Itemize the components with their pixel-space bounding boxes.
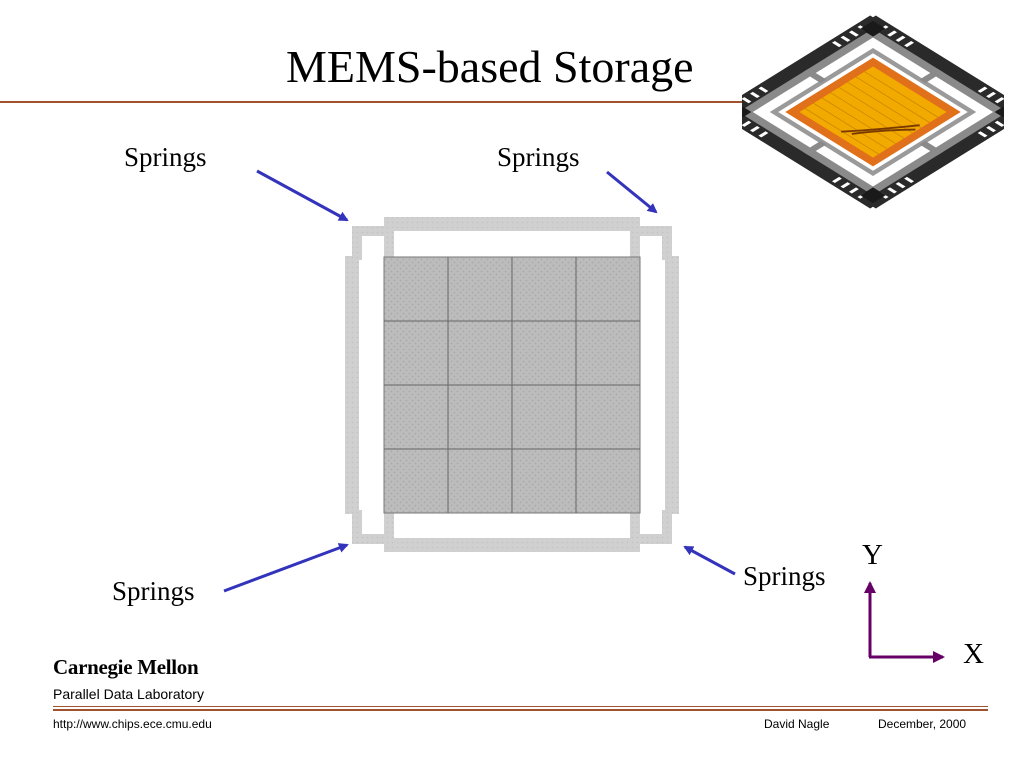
label-springs-bottom-left: Springs [112, 576, 195, 606]
footer-date: December, 2000 [878, 717, 967, 731]
footer-author: David Nagle [764, 717, 830, 731]
arrow-springs-bottom-left [223, 543, 349, 593]
arrow-springs-top-right [606, 170, 658, 214]
label-springs-bottom-right: Springs [743, 561, 826, 591]
arrow-springs-top-left [256, 169, 349, 222]
axis-y-label: Y [862, 539, 883, 571]
axis-x-label: X [963, 638, 984, 670]
label-springs-top-right: Springs [497, 142, 580, 172]
media-sled [383, 256, 641, 514]
spring-frame [345, 217, 679, 552]
arrow-springs-bottom-right [683, 545, 736, 576]
title-divider [0, 101, 745, 103]
slide-title: MEMS-based Storage [286, 41, 694, 92]
axis-indicator [864, 581, 945, 663]
footer-url: http://www.chips.ece.cmu.edu [53, 717, 212, 731]
mems-chip-illustration [742, 15, 1004, 209]
cmu-logo: Carnegie Mellon [53, 655, 199, 679]
footer-divider-thin [53, 706, 988, 707]
lab-name: Parallel Data Laboratory [53, 686, 204, 702]
label-springs-top-left: Springs [124, 142, 207, 172]
footer-divider-thick [53, 709, 988, 711]
